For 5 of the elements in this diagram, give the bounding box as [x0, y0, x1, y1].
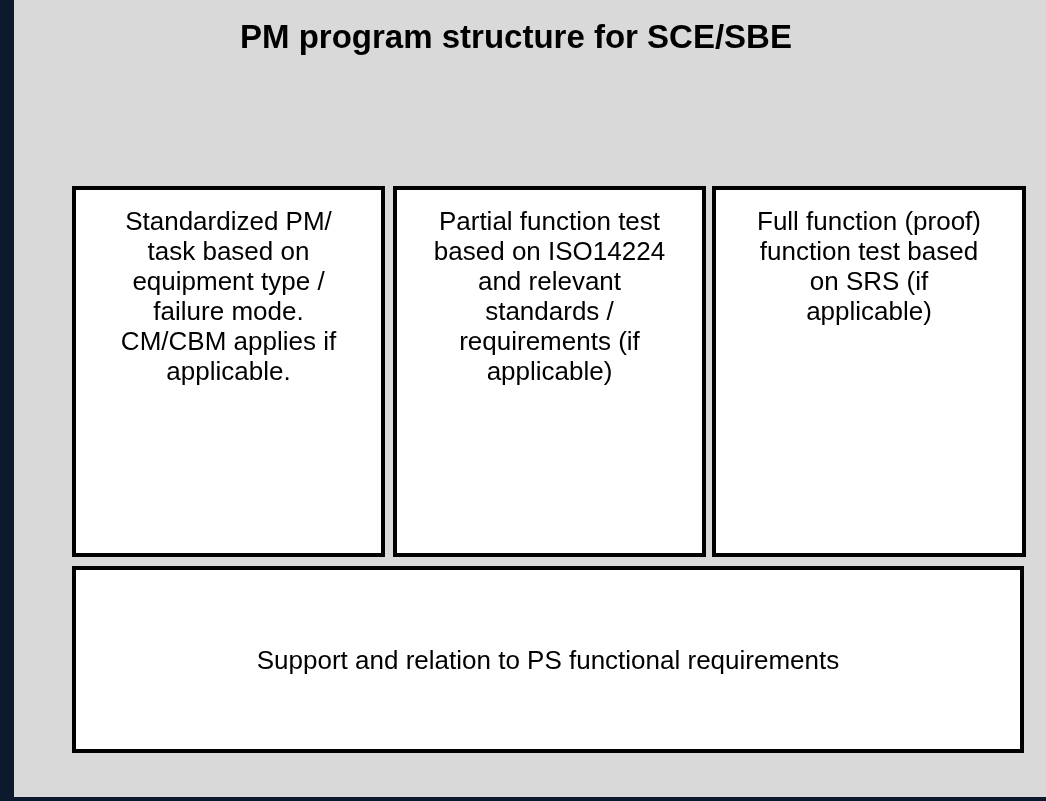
box-text: Standardized PM/ task based on equipment type / failure mode. CM/CBM applies if applicable. — [119, 206, 338, 386]
box-text: Partial function test based on ISO14224 and relevant standards / requirements (if applicable) — [432, 206, 667, 386]
diagram-title: PM program structure for SCE/SBE — [239, 18, 793, 56]
box-text: Full function (proof) function test based on SRS (if applicable) — [756, 206, 982, 326]
box-text: Support and relation to PS functional requirements — [256, 644, 840, 675]
